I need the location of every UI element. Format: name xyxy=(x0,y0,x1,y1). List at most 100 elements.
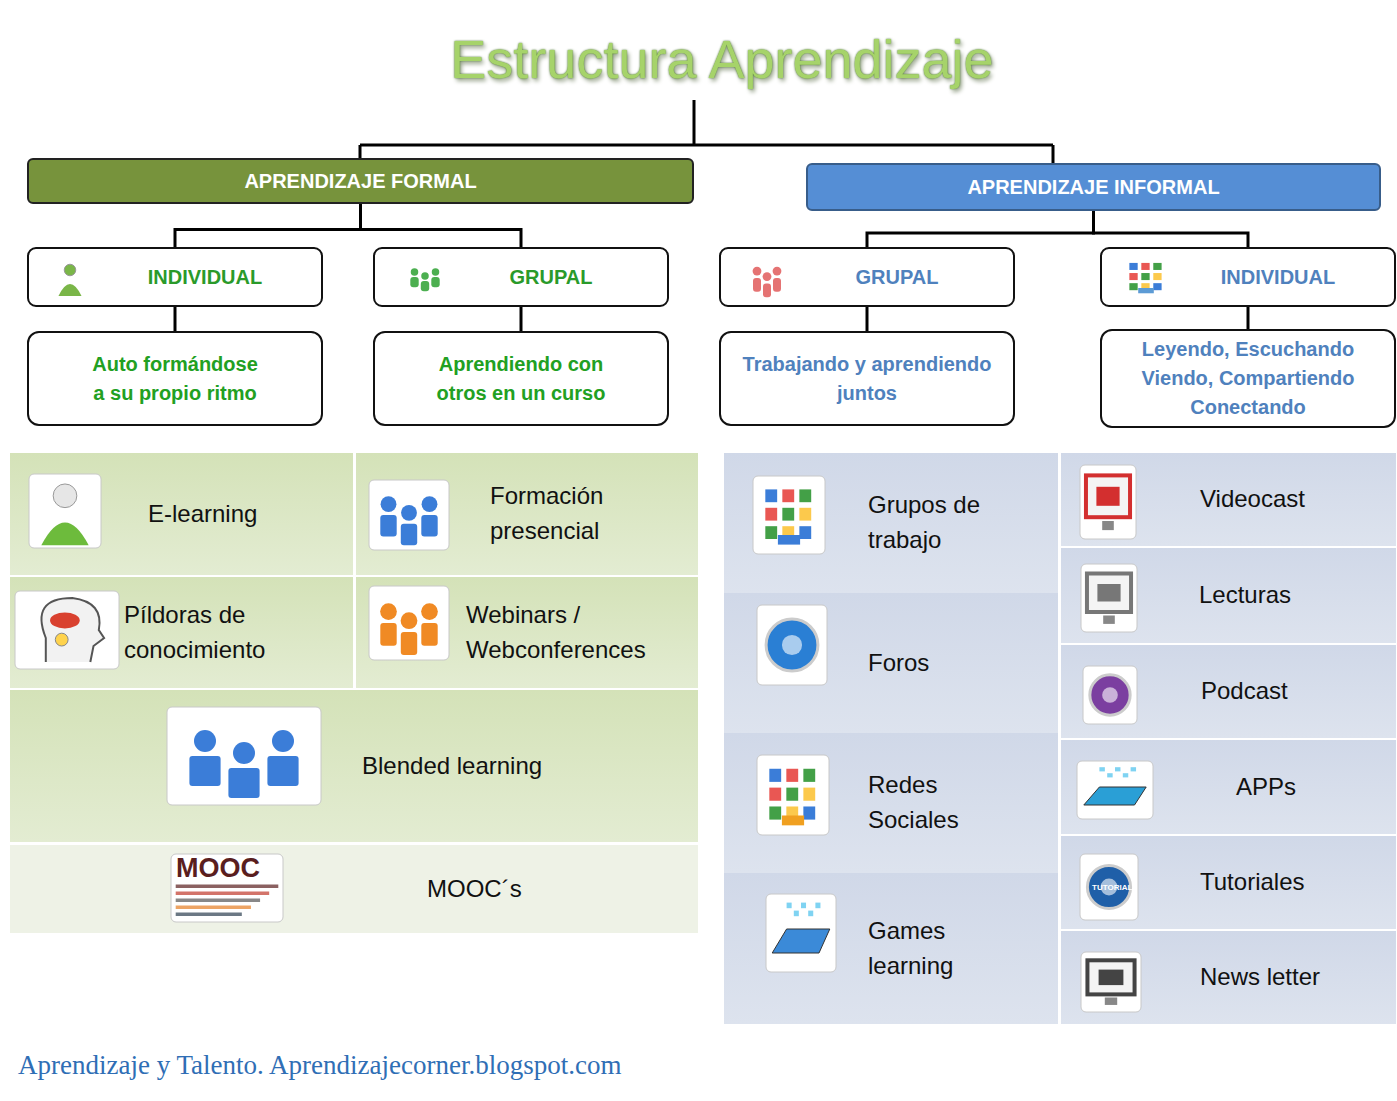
icon-figure xyxy=(41,484,88,545)
node-text: Trabajando y aprendiendo juntos xyxy=(725,350,1009,408)
tree-connector xyxy=(520,307,523,331)
tool-icon xyxy=(368,479,450,551)
tool-cell: Formación presencial xyxy=(356,453,698,575)
category-box: GRUPAL xyxy=(719,247,1015,307)
icon-frame xyxy=(171,854,283,922)
category-box: INDIVIDUAL xyxy=(27,247,323,307)
icon-label: TUTORIAL xyxy=(1092,883,1132,892)
icon-frame xyxy=(1080,465,1136,539)
tool-icon xyxy=(756,604,828,686)
tool-icon xyxy=(747,255,787,301)
icon-figure xyxy=(772,903,830,953)
tool-icon xyxy=(1080,563,1138,633)
icon-figure xyxy=(41,598,104,662)
icon-figure xyxy=(1090,675,1130,715)
tree-connector xyxy=(175,204,361,247)
icon-frame xyxy=(753,476,825,554)
node-text: Podcast xyxy=(1201,674,1288,709)
tool-icon xyxy=(1079,464,1137,540)
tool-cell: Blended learning xyxy=(10,690,698,842)
node-text: Tutoriales xyxy=(1200,865,1304,900)
tool-icon xyxy=(166,706,322,806)
tool-cell: Lecturas xyxy=(1061,548,1396,643)
tool-cell: E-learning xyxy=(10,453,353,575)
node-text: GRUPAL xyxy=(856,266,939,289)
description-box: Trabajando y aprendiendo juntos xyxy=(719,331,1015,426)
caption: Aprendizaje y Talento. Aprendizajecorner… xyxy=(18,1050,621,1081)
branch-bar: APRENDIZAJE FORMAL xyxy=(27,158,694,204)
tool-icon xyxy=(1120,255,1172,299)
icon-figure xyxy=(765,489,811,544)
icon-figure xyxy=(380,496,437,545)
icon-frame xyxy=(766,894,836,972)
icon-frame xyxy=(1081,952,1141,1012)
tool-cell: Grupos de trabajo xyxy=(724,453,1058,593)
node-text: APRENDIZAJE FORMAL xyxy=(244,170,476,193)
icon-frame xyxy=(1077,761,1153,819)
tool-icon xyxy=(1080,951,1142,1013)
tool-icon xyxy=(52,258,88,298)
tool-cell: Podcast xyxy=(1061,645,1396,738)
node-text: Blended learning xyxy=(362,749,542,784)
tree-connector xyxy=(361,204,522,247)
description-box: Aprendiendo con otros en un curso xyxy=(373,331,669,426)
tool-icon xyxy=(765,893,837,973)
tool-icon xyxy=(1076,760,1154,820)
node-text: INDIVIDUAL xyxy=(1221,266,1335,289)
tool-icon xyxy=(14,590,120,670)
tree-connector xyxy=(866,307,869,331)
node-text: Videocast xyxy=(1200,482,1305,517)
tool-cell: Tutoriales xyxy=(1061,836,1396,929)
icon-frame xyxy=(1083,666,1137,724)
tool-cell: Píldoras de conocimiento xyxy=(10,577,353,688)
tree-connector xyxy=(174,307,177,331)
node-text: Grupos de trabajo xyxy=(868,488,1018,558)
icon-frame xyxy=(369,586,449,660)
tool-cell: APPs xyxy=(1061,740,1396,834)
tool-cell: Webinars / Webconferences xyxy=(356,577,698,688)
tool-cell: MOOC´s xyxy=(10,845,698,933)
node-text: Píldoras de conocimiento xyxy=(124,598,299,668)
icon-frame xyxy=(1081,564,1137,632)
node-text: Foros xyxy=(868,646,929,681)
tool-cell: News letter xyxy=(1061,931,1396,1024)
icon-frame xyxy=(15,591,119,669)
tool-icon xyxy=(1082,665,1138,725)
node-text: MOOC´s xyxy=(427,872,522,907)
icon-figure xyxy=(1087,574,1131,624)
diagram-title: Estructura Aprendizaje xyxy=(322,28,1122,90)
icon-figure xyxy=(1129,263,1161,293)
description-box: Auto formándose a su propio ritmo xyxy=(27,331,323,426)
icon-figure xyxy=(189,730,298,798)
icon-figure xyxy=(176,885,279,917)
node-text: Redes Sociales xyxy=(868,768,988,838)
tree-connector xyxy=(1247,307,1250,329)
node-text: Formación presencial xyxy=(490,479,650,549)
title-connector-line xyxy=(360,100,1053,163)
icon-figure xyxy=(1087,960,1134,1005)
icon-figure xyxy=(1086,475,1130,530)
node-text: INDIVIDUAL xyxy=(148,266,262,289)
tool-icon xyxy=(368,585,450,661)
icon-figure xyxy=(769,769,815,826)
node-text: Auto formándose a su propio ritmo xyxy=(86,350,264,408)
node-text: APPs xyxy=(1236,770,1296,805)
icon-figure xyxy=(753,267,782,298)
tool-cell: Redes Sociales xyxy=(724,733,1058,873)
icon-frame xyxy=(29,474,101,548)
tool-cell: Videocast xyxy=(1061,453,1396,546)
node-text: Games learning xyxy=(868,914,988,984)
node-text: Leyendo, Escuchando Viendo, Compartiendo… xyxy=(1123,335,1373,422)
icon-figure xyxy=(1084,767,1146,805)
icon-figure xyxy=(380,603,438,655)
category-box: GRUPAL xyxy=(373,247,669,307)
icon-label: MOOC xyxy=(176,853,260,884)
node-text: Aprendiendo con otros en un curso xyxy=(421,350,621,408)
category-box: INDIVIDUAL xyxy=(1100,247,1396,307)
icon-figure xyxy=(766,619,818,671)
icon-frame xyxy=(757,755,829,835)
node-text: APRENDIZAJE INFORMAL xyxy=(967,176,1219,199)
node-text: GRUPAL xyxy=(510,266,593,289)
tool-icon xyxy=(28,473,102,549)
